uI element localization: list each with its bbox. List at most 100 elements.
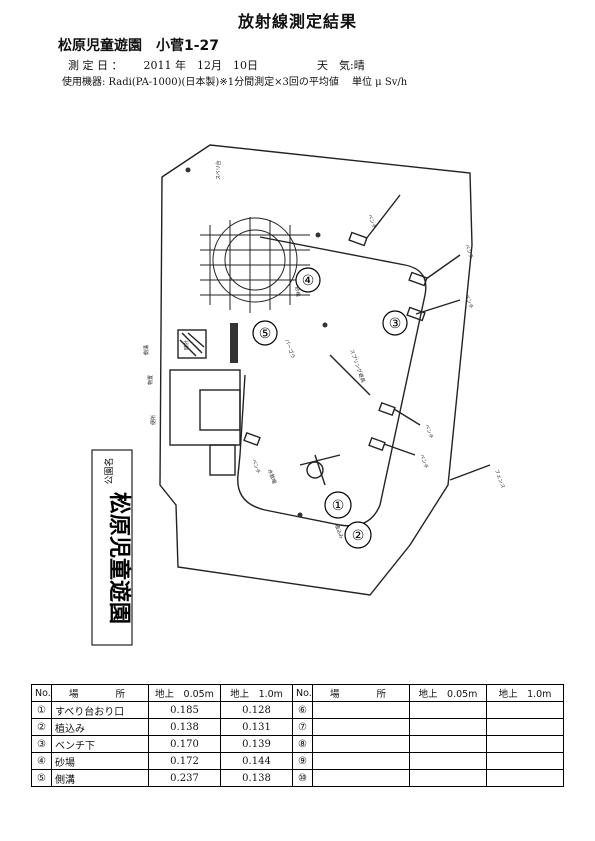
row-value-005 [409,718,487,736]
marker-1: ① [324,491,352,519]
row-no: ⑥ [292,701,313,719]
svg-text:ベンチ: ベンチ [463,294,474,310]
table-row: ⑤ 側溝 0.237 0.138 ⑩ [31,769,564,787]
header-no-right: No. [292,684,313,702]
park-boundary [159,144,473,596]
row-value-10: 0.139 [220,735,293,753]
row-location [312,752,410,770]
row-location: 砂場 [51,752,149,770]
svg-text:ベンチ: ベンチ [463,244,474,260]
marker-5: ⑤ [252,320,278,346]
svg-text:側溝: 側溝 [143,345,150,355]
inner-path [237,236,427,527]
svg-text:便所: 便所 [150,415,157,425]
header-005-left: 地上 0.05m [148,684,221,702]
row-location [312,769,410,787]
weather-label: 天 気: [317,59,354,72]
row-value-10 [486,735,564,753]
park-name-sign: 公園名 松原児童遊園 [91,449,133,646]
device-info: 使用機器: Radi(PA-1000)(日本製)※1分間測定×3回の平均値 単位… [62,77,408,88]
header-005-right: 地上 0.05m [409,684,487,702]
svg-text:水飲場: 水飲場 [266,468,278,485]
row-no: ④ [31,752,52,770]
svg-text:②: ② [352,528,365,544]
row-location: ベンチ下 [51,735,149,753]
svg-text:④: ④ [302,273,315,289]
row-value-005 [409,769,487,787]
row-value-005: 0.185 [148,701,221,719]
svg-text:⑤: ⑤ [259,326,272,342]
measurement-markers: ① ② ③ ④ ⑤ [252,267,408,549]
results-table: No. 場 所 地上 0.05m 地上 1.0m No. 場 所 地上 0.05… [31,684,564,787]
svg-text:松原児童遊園: 松原児童遊園 [106,492,132,624]
row-value-10 [486,718,564,736]
slide-bottom [306,461,324,479]
header-location-right: 場 所 [312,684,410,702]
page-title: 放射線測定結果 [237,12,357,31]
header-10-right: 地上 1.0m [486,684,564,702]
svg-text:③: ③ [389,316,402,332]
row-location [312,735,410,753]
row-no: ⑦ [292,718,313,736]
row-no: ① [31,701,52,719]
row-value-10: 0.131 [220,718,293,736]
marker-4: ④ [295,267,321,293]
svg-text:公園名: 公園名 [103,457,115,484]
svg-text:植込み: 植込み [333,523,345,540]
table-row: ① すべり台おり口 0.185 0.128 ⑥ [31,701,564,719]
table-row: ③ ベンチ下 0.170 0.139 ⑧ [31,735,564,753]
row-no: ⑧ [292,735,313,753]
table-row: ② 植込み 0.138 0.131 ⑦ [31,718,564,736]
svg-text:砂場: 砂場 [293,286,302,297]
park-name: 松原児童遊園 小菅1-27 [58,38,220,54]
measurement-date-line: 測 定 日 ： 2011 年 12月 10日 天 気:晴 [68,57,365,73]
date-label: 測 定 日 ： [68,59,123,72]
header-10-left: 地上 1.0m [220,684,293,702]
row-value-10: 0.138 [220,769,293,787]
row-no: ③ [31,735,52,753]
row-value-005: 0.138 [148,718,221,736]
table-row: ④ 砂場 0.172 0.144 ⑨ [31,752,564,770]
toilet-building [169,369,241,446]
header-no-left: No. [31,684,52,702]
row-location [312,701,410,719]
weather-value: 晴 [353,59,365,72]
svg-text:ベンチ: ベンチ [366,214,377,230]
row-value-10: 0.128 [220,701,293,719]
row-value-10: 0.144 [220,752,293,770]
svg-text:ベンチ: ベンチ [418,454,429,470]
park-map-drawing: ① ② ③ ④ ⑤ 公園名 松原児童遊園 [91,144,506,646]
row-location: すべり台おり口 [51,701,149,719]
svg-text:ベンチ: ベンチ [250,459,261,475]
svg-text:物置: 物置 [147,375,154,385]
row-no: ⑨ [292,752,313,770]
svg-text:ベンチ: ベンチ [423,424,434,440]
row-value-005 [409,752,487,770]
row-value-10 [486,769,564,787]
row-no: ② [31,718,52,736]
date-value: 2011 年 12月 10日 [143,59,259,72]
svg-text:時計: 時計 [183,340,190,350]
row-value-005: 0.172 [148,752,221,770]
row-location: 側溝 [51,769,149,787]
row-no: ⑩ [292,769,313,787]
row-no: ⑤ [31,769,52,787]
park-map: ① ② ③ ④ ⑤ 公園名 松原児童遊園 [70,125,540,655]
row-location: 植込み [51,718,149,736]
ditch-grating [177,329,207,359]
svg-text:パーゴラ: パーゴラ [283,338,296,359]
marker-2: ② [344,521,372,549]
row-location [312,718,410,736]
sandbox-area [200,217,310,313]
row-value-005 [409,735,487,753]
row-value-005: 0.237 [148,769,221,787]
svg-text:スプリング遊具: スプリング遊具 [348,348,367,383]
table-header-row: No. 場 所 地上 0.05m 地上 1.0m No. 場 所 地上 0.05… [31,684,564,702]
row-value-005 [409,701,487,719]
svg-text:スベリ台: スベリ台 [215,160,222,180]
row-value-10 [486,701,564,719]
header-location-left: 場 所 [51,684,149,702]
marker-3: ③ [382,310,408,336]
row-value-005: 0.170 [148,735,221,753]
row-value-10 [486,752,564,770]
